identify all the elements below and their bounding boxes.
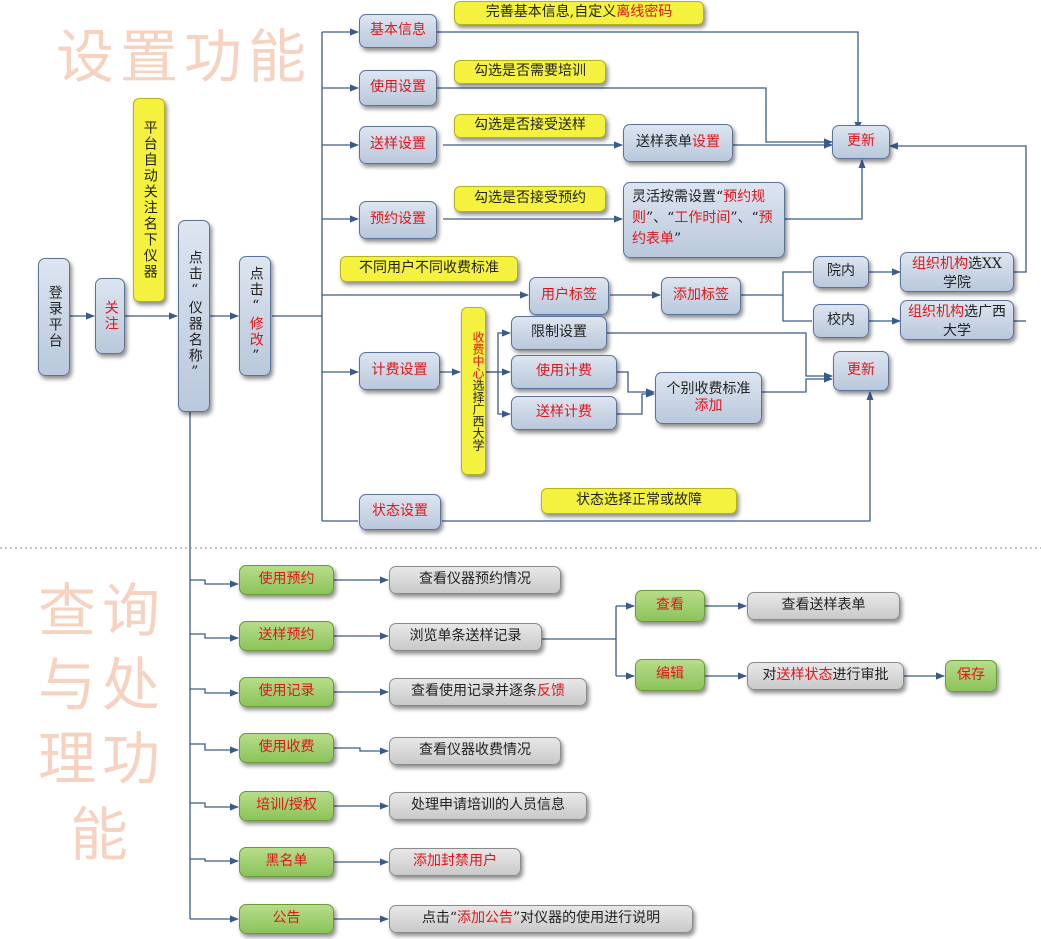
sample-form-settings-text: 设置 [692,134,720,151]
query-desc-announcement: 点击“添加公告”对仪器的使用进行说明 [389,905,693,933]
edit-sample-status: 送样状态 [776,667,833,684]
edit-approve-desc: 对送样状态进行审批 [747,662,904,690]
flex-booking-rules: 预约规则 [632,189,766,226]
query-desc-sample-booking: 浏览单条送样记录 [389,623,542,651]
different-fee-note: 不同用户不同收费标准 [340,256,518,282]
query-desc-usage-booking: 查看仪器预约情况 [389,566,561,594]
watermark-query-4: 能 [70,801,135,869]
sample-settings-node[interactable]: 送样设置 [359,126,437,164]
booking-note: 勾选是否接受预约 [454,186,606,212]
announcement-add: 添加公告 [457,910,513,927]
flex-text-e: ”、“ [730,210,759,226]
update-node-2[interactable]: 更新 [833,351,889,391]
individual-fee-add: 添加 [694,398,723,414]
query-item-usage-booking[interactable]: 使用预约 [239,565,334,595]
update-node-1[interactable]: 更新 [832,125,890,159]
watermark-query-1: 查询 [38,577,167,645]
limit-settings-node[interactable]: 限制设置 [511,316,607,350]
watermark-query-3: 理功 [38,725,167,793]
booking-settings-node[interactable]: 预约设置 [359,201,437,239]
fee-settings-node[interactable]: 计费设置 [359,352,440,390]
status-note: 状态选择正常或故障 [541,488,737,514]
follow-node[interactable]: 关注 [95,278,125,354]
fee-center-note: 收费中心选择广西大学 [461,307,486,475]
inside-college-node[interactable]: 院内 [813,256,869,288]
basic-info-note-text: 完善基本信息,自定义 [485,4,617,21]
status-settings-node[interactable]: 状态设置 [359,494,441,530]
sample-billing-node[interactable]: 送样计费 [511,396,617,430]
query-item-sample-booking[interactable]: 送样预约 [239,621,334,651]
user-tag-node[interactable]: 用户标签 [529,277,609,315]
announcement-desc-a: 点击“ [421,910,457,927]
edit-desc-c: 进行审批 [832,667,889,684]
click-edit-part-a: 点击“ [247,266,264,316]
flex-booking-form: 预约表单 [632,210,773,247]
flex-text-g: ” [674,231,682,247]
auto-follow-note: 平台自动关注名下仪器 [133,98,165,302]
fee-center-choice: 选择广西大学 [471,379,485,451]
usage-note: 勾选是否需要培训 [454,60,606,84]
click-edit-part-b: 修改 [247,316,264,348]
sample-form-text: 送样表单 [636,134,692,151]
org-school-node[interactable]: 组织机构选广西大学 [900,300,1014,340]
usage-settings-node[interactable]: 使用设置 [359,70,437,106]
click-instrument-name-label: 点击“仪器名称” [186,250,203,382]
announcement-desc-c: ”对仪器的使用进行说明 [513,910,661,927]
add-tag-node[interactable]: 添加标签 [661,277,741,315]
individual-fee-node[interactable]: 个别收费标准 添加 [655,372,762,424]
edit-desc-a: 对 [762,667,777,684]
query-desc-usage-record: 查看使用记录并逐条反馈 [389,678,587,706]
query-desc-usage-fee: 查看仪器收费情况 [389,737,561,765]
query-desc-blacklist: 添加封禁用户 [389,848,521,876]
individual-fee-text: 个别收费标准 [666,380,751,397]
click-edit-node[interactable]: 点击“修改” [239,256,271,376]
query-item-usage-record[interactable]: 使用记录 [239,677,334,707]
watermark-query-2: 与处 [38,651,167,719]
offline-password-text: 离线密码 [616,4,673,21]
flexible-settings-node[interactable]: 灵活按需设置“预约规则”、“工作时间”、“预约表单” [623,182,785,258]
query-item-blacklist[interactable]: 黑名单 [239,847,334,877]
click-edit-part-c: ” [247,348,264,366]
basic-info-node[interactable]: 基本信息 [359,14,437,48]
usage-record-desc-text: 查看使用记录并逐条 [411,683,537,700]
flex-text-c: ”、“ [646,210,675,226]
sample-note: 勾选是否接受送样 [454,114,606,138]
save-button[interactable]: 保存 [945,660,997,692]
flex-working-hours: 工作时间 [674,210,731,226]
query-item-usage-fee[interactable]: 使用收费 [239,733,334,763]
view-sample-form-desc: 查看送样表单 [747,592,900,620]
query-item-training[interactable]: 培训/授权 [239,791,334,821]
org-school-choice: 选广西大学 [943,304,1006,339]
edit-node[interactable]: 编辑 [635,659,705,691]
query-desc-training: 处理申请培训的人员信息 [389,792,587,820]
sample-form-node[interactable]: 送样表单设置 [623,124,733,162]
basic-info-note: 完善基本信息,自定义离线密码 [454,1,704,25]
org-school-org-text: 组织机构 [908,304,964,320]
usage-billing-node[interactable]: 使用计费 [511,355,617,389]
inside-school-node[interactable]: 校内 [813,304,869,338]
click-instrument-name-node[interactable]: 点击“仪器名称” [178,220,210,412]
org-college-org-text: 组织机构 [912,256,969,272]
org-college-choice: 选XX学院 [943,256,1002,291]
query-item-announcement[interactable]: 公告 [239,904,334,934]
view-node[interactable]: 查看 [635,590,705,622]
watermark-setup: 设置功能 [56,23,313,91]
fee-center-text: 收费中心 [471,331,485,379]
usage-record-feedback: 反馈 [537,683,565,700]
login-platform-node[interactable]: 登录平台 [38,258,70,376]
flex-text-a: 灵活按需设置“ [632,189,724,205]
org-college-node[interactable]: 组织机构选XX学院 [900,252,1014,292]
